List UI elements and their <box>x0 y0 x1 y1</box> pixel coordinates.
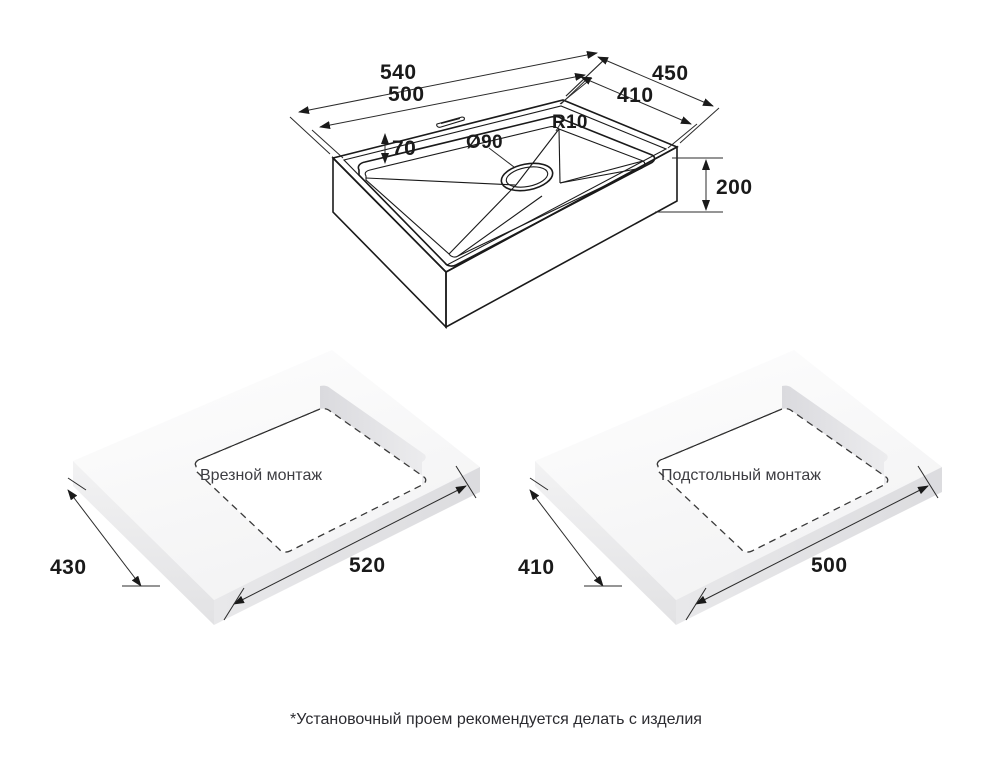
annotation-corner-radius: R10 <box>552 112 588 133</box>
cutout-outline-dashed-2 <box>656 407 889 553</box>
sink-body <box>331 99 679 329</box>
annotation-drain-diameter-label: Ø90 <box>466 132 503 153</box>
countertop-slab-top-2 <box>535 350 942 600</box>
dimension-200: 200 <box>655 157 753 213</box>
dimension-540-label: 540 <box>380 61 417 84</box>
dimension-410-undermount: 410 <box>518 477 622 587</box>
dimension-500-label: 500 <box>388 83 425 106</box>
drain-hole <box>500 162 554 192</box>
dimension-450-label: 450 <box>652 62 689 85</box>
footnote: *Установочный проем рекомендуется делать… <box>290 711 702 728</box>
dimension-70-label: 70 <box>392 137 416 160</box>
mount-diagram-undermount: 410 500 Подстольный монтаж <box>518 350 942 625</box>
dimension-70: 70 <box>381 133 416 164</box>
cutout-wall-2 <box>782 385 888 485</box>
dimension-520: 520 <box>223 465 477 621</box>
dimension-410-label: 410 <box>617 84 654 107</box>
cutout-outline-dashed <box>194 407 427 553</box>
dimension-520-label: 520 <box>349 554 386 577</box>
dimension-500-undermount-label: 500 <box>811 554 848 577</box>
dimension-540: 540 <box>289 51 607 155</box>
dimension-500: 500 <box>311 73 593 159</box>
bowl-fold-lines <box>365 128 644 257</box>
cutout-wall <box>320 385 426 485</box>
countertop-slab-top <box>73 350 480 600</box>
mount-diagram-flush: 430 520 Врезной монтаж <box>50 350 480 625</box>
sink-isometric-view: 540 500 450 410 <box>289 51 753 329</box>
dimension-410-undermount-label: 410 <box>518 556 555 579</box>
annotation-drain-diameter: Ø90 <box>466 132 515 168</box>
dimension-200-label: 200 <box>716 176 753 199</box>
mount-label-undermount: Подстольный монтаж <box>661 467 821 484</box>
mount-label-flush: Врезной монтаж <box>200 467 322 484</box>
dimension-500-undermount: 500 <box>685 465 939 621</box>
dimension-430-label: 430 <box>50 556 87 579</box>
dimension-430: 430 <box>50 477 160 587</box>
annotation-corner-radius-label: R10 <box>552 112 588 133</box>
dimension-410: 410 <box>560 76 698 149</box>
